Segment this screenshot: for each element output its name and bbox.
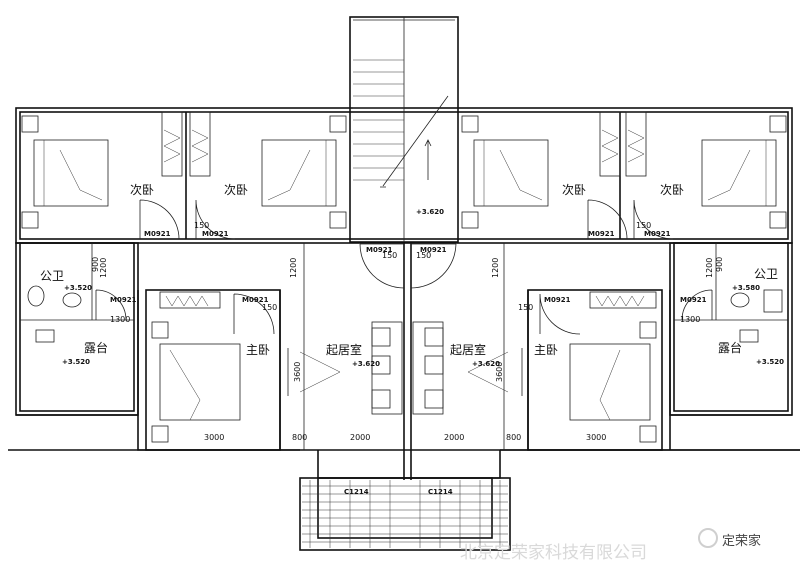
dim-3000-left: 3000 bbox=[204, 433, 224, 442]
level-mark: +3.520 bbox=[64, 284, 92, 292]
door-code: M0921 bbox=[588, 230, 615, 238]
dim-900-right: 900 bbox=[715, 257, 724, 272]
dim-800-right: 800 bbox=[506, 433, 521, 442]
room-secondary-bedroom-2: 次卧 bbox=[224, 183, 248, 197]
dim-3600-right: 3600 bbox=[495, 362, 504, 382]
window-code: C1214 bbox=[428, 488, 453, 496]
door-code: M0921 bbox=[544, 296, 571, 304]
dim-1200-left-2: 1200 bbox=[99, 258, 108, 278]
dim-1300-left: 1300 bbox=[110, 315, 130, 324]
dim-3600-left: 3600 bbox=[293, 362, 302, 382]
level-mark: +3.520 bbox=[756, 358, 784, 366]
door-code: M0921 bbox=[420, 246, 447, 254]
dim-1200-right-2: 1200 bbox=[705, 258, 714, 278]
room-master-bedroom-left: 主卧 bbox=[246, 343, 270, 357]
staircase bbox=[349, 16, 459, 243]
room-secondary-bedroom-3: 次卧 bbox=[562, 183, 586, 197]
door-code: M0921 bbox=[110, 296, 137, 304]
dim-150: 150 bbox=[416, 251, 431, 260]
room-master-bedroom-right: 主卧 bbox=[534, 343, 558, 357]
brand-logo-icon bbox=[698, 528, 718, 548]
level-mark: +3.620 bbox=[352, 360, 380, 368]
level-mark: +3.620 bbox=[472, 360, 500, 368]
watermark-brand: 定荣家 bbox=[722, 533, 761, 549]
room-terrace-right: 露台 bbox=[718, 340, 742, 355]
room-bathroom-right: 公卫 bbox=[754, 267, 778, 281]
dim-1300-right: 1300 bbox=[680, 315, 700, 324]
doors bbox=[95, 199, 713, 335]
room-secondary-bedroom-4: 次卧 bbox=[660, 183, 684, 197]
dim-150: 150 bbox=[382, 251, 397, 260]
level-mark: +3.580 bbox=[732, 284, 760, 292]
dim-900-left: 900 bbox=[91, 257, 100, 272]
room-secondary-bedroom-1: 次卧 bbox=[130, 183, 154, 197]
room-bathroom-left: 公卫 bbox=[40, 269, 64, 283]
watermark-company: 北京定荣家科技有限公司 bbox=[460, 543, 647, 563]
room-terrace-left: 露台 bbox=[84, 340, 108, 355]
dim-150: 150 bbox=[262, 303, 277, 312]
room-living-right: 起居室 bbox=[450, 342, 486, 357]
door-code: M0921 bbox=[242, 296, 269, 304]
furniture bbox=[21, 115, 787, 443]
dim-1200-right: 1200 bbox=[491, 258, 500, 278]
dim-1200-left: 1200 bbox=[289, 258, 298, 278]
door-code: M0921 bbox=[644, 230, 671, 238]
dim-2000-left: 2000 bbox=[350, 433, 370, 442]
level-mark: +3.520 bbox=[62, 358, 90, 366]
dim-150: 150 bbox=[518, 303, 533, 312]
door-code: M0921 bbox=[144, 230, 171, 238]
door-code: M0921 bbox=[202, 230, 229, 238]
dim-2000-right: 2000 bbox=[444, 433, 464, 442]
door-code: M0921 bbox=[366, 246, 393, 254]
dim-150: 150 bbox=[636, 221, 651, 230]
dim-800-left: 800 bbox=[292, 433, 307, 442]
windows bbox=[159, 111, 657, 396]
door-code: M0921 bbox=[680, 296, 707, 304]
room-living-left: 起居室 bbox=[326, 342, 362, 357]
dim-150: 150 bbox=[194, 221, 209, 230]
window-code: C1214 bbox=[344, 488, 369, 496]
dim-3000-right: 3000 bbox=[586, 433, 606, 442]
level-mark: +3.620 bbox=[416, 208, 444, 216]
entrance-balcony bbox=[299, 450, 511, 551]
